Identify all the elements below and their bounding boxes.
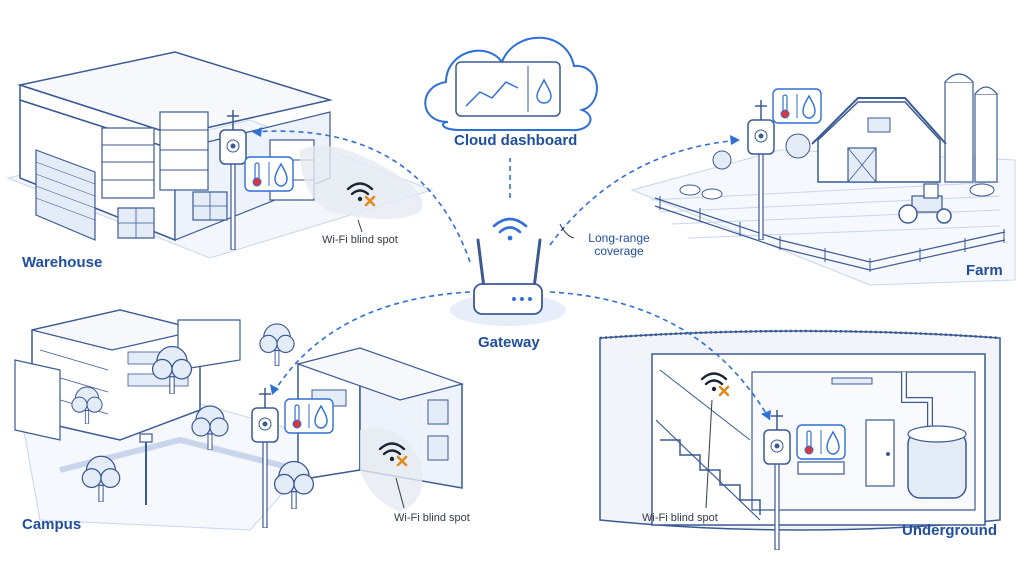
warehouse-scene xyxy=(6,51,434,259)
campus-blind-spot-label: Wi-Fi blind spot xyxy=(394,512,470,524)
underground-scene xyxy=(599,329,1001,531)
long-range-coverage-label: Long-range coverage xyxy=(580,232,658,258)
region-label-underground: Underground xyxy=(902,522,997,539)
link-gateway-underground xyxy=(549,291,771,421)
underground-reading-badge xyxy=(796,424,846,460)
warehouse-reading-badge xyxy=(244,156,294,192)
gateway-router-icon xyxy=(450,238,566,326)
warehouse-blind-spot-label: Wi-Fi blind spot xyxy=(322,234,398,246)
leader-lines xyxy=(357,219,713,509)
link-gateway-warehouse xyxy=(251,130,471,263)
campus-tree-icon xyxy=(259,323,295,366)
cloud-icon xyxy=(424,36,598,132)
link-gateway-farm xyxy=(549,139,741,246)
gateway-wifi-icon xyxy=(492,217,528,241)
region-label-warehouse: Warehouse xyxy=(22,254,103,271)
long-range-line-2: coverage xyxy=(594,244,644,258)
long-range-line-1: Long-range xyxy=(588,231,650,245)
region-label-farm: Farm xyxy=(966,262,1003,279)
gateway-label: Gateway xyxy=(478,334,540,351)
farm-reading-badge xyxy=(772,88,822,124)
link-arrowheads xyxy=(252,127,771,420)
farm-scene xyxy=(630,73,1016,286)
cloud-dashboard-label: Cloud dashboard xyxy=(454,132,578,149)
region-label-campus: Campus xyxy=(22,516,82,533)
underground-blind-spot-label: Wi-Fi blind spot xyxy=(642,512,718,524)
connection-lines xyxy=(251,130,771,421)
campus-scene xyxy=(14,309,465,531)
campus-reading-badge xyxy=(284,398,334,434)
